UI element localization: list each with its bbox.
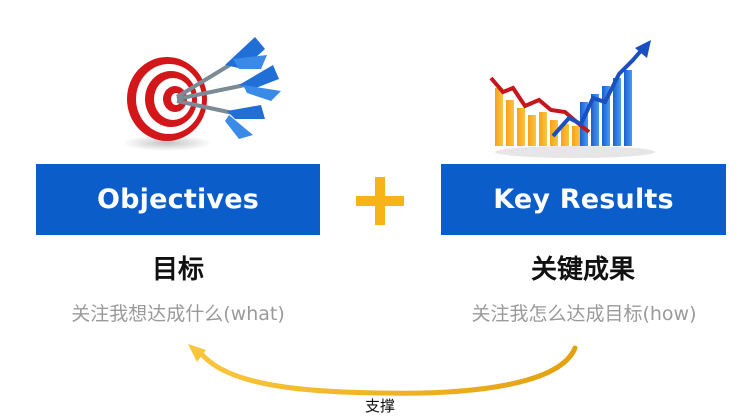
key-results-title: 关键成果 <box>530 255 635 285</box>
objectives-box: Objectives <box>36 164 320 235</box>
plus-icon <box>356 177 404 225</box>
support-label: 支撑 <box>364 397 395 415</box>
objectives-subtitle: 关注我想达成什么(what) <box>71 303 285 325</box>
objectives-title: 目标 <box>151 255 204 285</box>
bar-chart-growth-icon <box>489 40 655 158</box>
key-results-label: Key Results <box>493 184 674 215</box>
key-results-box: Key Results <box>441 164 726 235</box>
objectives-label: Objectives <box>97 184 259 215</box>
key-results-subtitle: 关注我怎么达成目标(how) <box>471 303 697 325</box>
dartboard-target-icon <box>122 37 281 151</box>
